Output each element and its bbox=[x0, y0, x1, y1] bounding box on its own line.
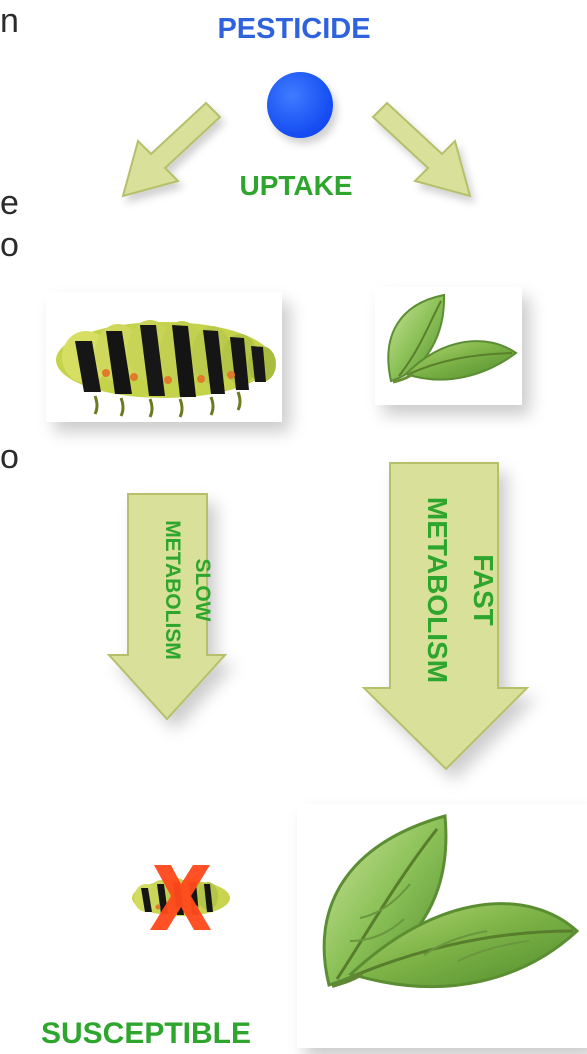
partial-letter-2: e bbox=[0, 184, 19, 222]
susceptible-label: SUSCEPTIBLE bbox=[41, 1017, 251, 1050]
pesticide-label: PESTICIDE bbox=[217, 13, 370, 45]
fast-metabolism-label: METABOLISM bbox=[422, 497, 453, 683]
partial-letter-1: n bbox=[0, 2, 19, 40]
uptake-arrow-left bbox=[123, 103, 220, 196]
pesticide-dot-group bbox=[267, 72, 333, 138]
partial-left-text: n e o o bbox=[0, 2, 19, 476]
partial-letter-4: o bbox=[0, 438, 19, 476]
pesticide-dot bbox=[267, 72, 333, 138]
partial-letter-3: o bbox=[0, 226, 19, 264]
uptake-arrow-right bbox=[373, 103, 470, 196]
small-caterpillar-panel bbox=[127, 864, 235, 935]
uptake-label: UPTAKE bbox=[239, 170, 352, 201]
slow-label: SLOW bbox=[191, 559, 214, 622]
fast-label: FAST bbox=[468, 554, 499, 626]
slow-metabolism-label: METABOLISM bbox=[161, 520, 184, 660]
